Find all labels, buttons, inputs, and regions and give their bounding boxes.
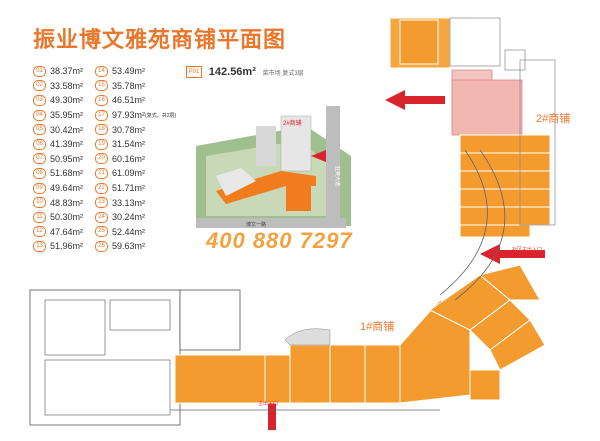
legend-row: 14 53.49m² [95,64,176,79]
legend-area: 47.64m² [50,226,84,237]
legend-row: 25 52.44m² [95,225,176,240]
legend-row: 23 33.13m² [95,195,176,210]
legend-number: 24 [95,211,108,223]
legend-row: 08 51.68m² [33,166,83,181]
legend-number: 17 [95,109,108,121]
legend-row: 17 97.93m²(复式，共2层) [95,108,176,123]
legend-number: 05 [33,124,46,136]
shop-2-label: 2#商铺 [536,113,571,125]
legend-row: 01 38.37m² [33,64,83,79]
legend-area: 30.42m² [50,124,84,135]
legend-number: 20 [95,153,108,165]
svg-text:博文一路: 博文一路 [246,221,266,228]
legend-row: 19 31.54m² [95,137,176,152]
legend-number: 25 [95,226,108,238]
legend-number: 04 [33,109,46,121]
legend-number: 01 [33,65,46,77]
phone-number: 400 880 7297 [206,228,353,253]
legend-number: 09 [33,182,46,194]
market-note: 菜市场 复式3层 [262,71,304,77]
legend-row: 07 50.95m² [33,152,83,167]
market-area: 142.56m² [208,66,256,78]
legend-area: 50.95m² [50,153,84,164]
legend-column-2: 14 53.49m² 15 35.78m² 16 46.51m² 17 97.93m²(复式，… [95,64,176,254]
legend-row: 22 51.71m² [95,181,176,196]
legend-number: 07 [33,153,46,165]
legend-area: 53.49m² [112,66,146,77]
legend-note: (复式，共2层) [145,112,177,119]
legend-number: 10 [33,197,46,209]
legend-area: 35.78m² [112,80,146,91]
legend-column-1: 01 38.37m² 02 33.58m² 03 49.30m² 04 35.95m² 05 30… [33,64,83,254]
legend-row: 18 30.78m² [95,122,176,137]
legend-row: 02 33.58m² [33,79,83,94]
legend-area: 49.30m² [50,95,84,106]
legend-number: 08 [33,167,46,179]
legend-number: 11 [33,211,46,223]
legend-area: 49.64m² [50,183,84,194]
legend-area: 35.95m² [50,110,84,121]
legend-area: 51.68m² [50,168,84,179]
legend-row: 21 61.09m² [95,166,176,181]
legend-area: 59.63m² [112,241,146,252]
legend-number: 06 [33,138,46,150]
legend-area: 51.71m² [112,183,146,194]
legend-row: 16 46.51m² [95,93,176,108]
svg-text:亚奥大道: 亚奥大道 [334,166,341,186]
legend-row: 15 35.78m² [95,79,176,94]
legend-area: 50.30m² [50,212,84,223]
legend-row: 05 30.42m² [33,122,83,137]
legend-area: 33.58m² [50,80,84,91]
legend-area: 30.24m² [112,212,146,223]
legend-row: 10 48.83m² [33,195,83,210]
legend-area: 51.96m² [50,241,84,252]
market-highlight: P01 142.56m² 菜市场 复式3层 [186,66,304,79]
legend-area: 97.93m² [112,110,146,121]
legend-area: 52.44m² [112,226,146,237]
legend-row: 20 60.16m² [95,152,176,167]
page-title: 振业博文雅苑商铺平面图 [33,28,287,53]
legend-number: 14 [95,65,108,77]
legend-area: 60.16m² [112,153,146,164]
legend-number: 18 [95,124,108,136]
legend-number: 12 [33,226,46,238]
legend-area: 46.51m² [112,95,146,106]
legend-number: 26 [95,240,108,252]
market-number-badge: P01 [186,66,202,79]
shop-1-label: 1#商铺 [360,321,395,333]
legend-row: 04 35.95m² [33,108,83,123]
legend-number: 19 [95,138,108,150]
legend-row: 03 49.30m² [33,93,83,108]
legend-number: 23 [95,197,108,209]
legend-area: 48.83m² [50,197,84,208]
legend-area: 33.13m² [112,197,146,208]
legend-row: 06 41.39m² [33,137,83,152]
legend-area: 31.54m² [112,139,146,150]
community-entrance-label: 社区主出入口 [512,247,543,253]
legend-area: 38.37m² [50,66,84,77]
legend-number: 15 [95,80,108,92]
legend-number: 13 [33,240,46,252]
legend-number: 02 [33,80,46,92]
aerial-shop-badge: 2#商铺 [283,121,302,127]
aerial-view-image: 亚奥大道 博文一路 [186,86,361,234]
legend-row: 24 30.24m² [95,210,176,225]
legend-number: 22 [95,182,108,194]
legend-number: 21 [95,167,108,179]
legend-area: 30.78m² [112,124,146,135]
legend-row: 09 49.64m² [33,181,83,196]
legend-row: 13 51.96m² [33,239,83,254]
legend-row: 11 50.30m² [33,210,83,225]
legend-row: 12 47.64m² [33,225,83,240]
main-entrance-label: 主出入口 [258,401,279,407]
legend-area: 61.09m² [112,168,146,179]
legend-row: 26 59.63m² [95,239,176,254]
legend-number: 03 [33,94,46,106]
legend-number: 16 [95,94,108,106]
legend-area: 41.39m² [50,139,84,150]
